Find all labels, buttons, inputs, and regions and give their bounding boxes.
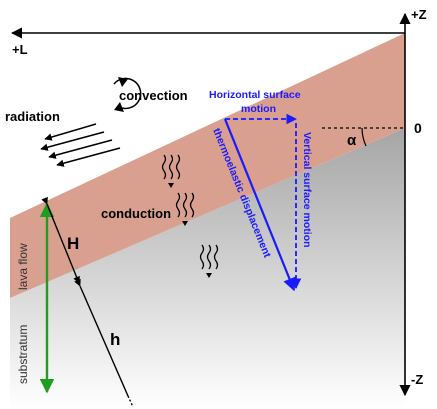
H-label: H [67,234,79,253]
lava-thickness-H-line [41,196,80,284]
vertical-motion-label: Vertical surface motion [301,132,313,248]
horizontal-motion-label-line2: motion [241,103,276,115]
heat-wave-icon [161,154,181,188]
alpha-label: α [347,132,357,149]
substratum-side-label: substratum [16,325,30,384]
plus-l-label: +L [12,42,28,57]
horizontal-motion-label-line1: Horizontal surface [209,89,301,101]
substratum-area [10,128,405,409]
convection-icon [113,77,142,112]
plus-z-label: +Z [411,7,427,22]
h-label: h [110,330,120,349]
heat-wave-icon [199,244,219,278]
lava-flow-side-label: lava flow [16,243,30,290]
convection-label: convection [119,88,188,103]
radiation-label: radiation [5,109,60,124]
alpha-arc [361,127,367,147]
conduction-label: conduction [101,206,171,221]
radiation-arrows-icon [40,123,121,167]
minus-z-label: -Z [411,372,423,387]
heat-wave-icon [175,192,195,226]
thermoelastic-displacement-arrow [223,118,296,292]
lava-flow-layer [10,33,405,298]
zero-label: 0 [414,120,422,136]
substratum-depth-h-line [74,278,129,397]
